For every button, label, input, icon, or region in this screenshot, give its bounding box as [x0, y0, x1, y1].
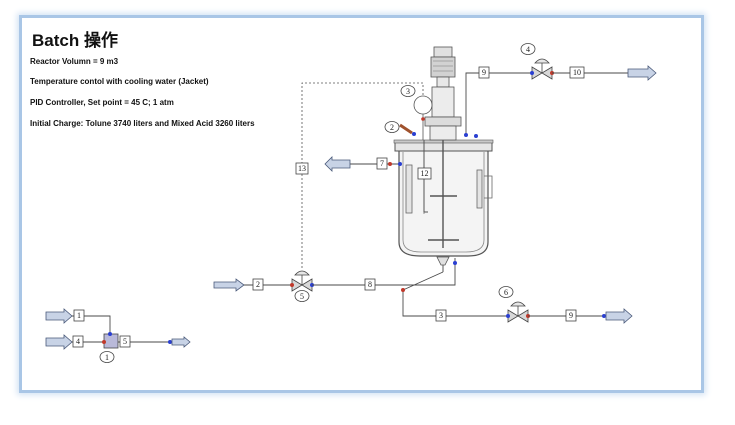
control-valve-5[interactable] [290, 270, 314, 292]
svg-text:1: 1 [77, 311, 81, 320]
stream-7-outlet-arrow [324, 156, 351, 172]
svg-text:9: 9 [482, 68, 486, 77]
svg-text:8: 8 [368, 280, 372, 289]
equipment-label-2: 2 [384, 121, 400, 133]
stream-5-outlet-arrow [171, 336, 191, 348]
svg-text:4: 4 [76, 337, 80, 346]
svg-text:7: 7 [380, 159, 384, 168]
stream-13-signal-line[interactable] [301, 82, 424, 268]
svg-text:3: 3 [439, 311, 443, 320]
stream-tag-13: 13 [295, 162, 309, 175]
stream-9-line[interactable] [465, 72, 530, 136]
svg-text:3: 3 [406, 87, 410, 96]
stream-tag-8: 8 [364, 278, 376, 291]
svg-text:4: 4 [526, 45, 530, 54]
equipment-label-6: 6 [498, 286, 514, 298]
stream-tag-4: 4 [72, 335, 84, 348]
equipment-label-3: 3 [400, 85, 416, 97]
reactor-controller[interactable] [413, 95, 433, 140]
svg-text:1: 1 [105, 353, 109, 362]
stream-tag-3: 3 [435, 309, 447, 322]
equipment-label-1: 1 [99, 351, 115, 363]
stream-1-line[interactable] [72, 315, 111, 334]
stream-2-inlet-arrow [213, 278, 245, 292]
svg-text:6: 6 [504, 288, 508, 297]
diagram-frame: Batch 操作 Reactor Volumn = 9 m3 Temperatu… [19, 15, 704, 393]
svg-text:2: 2 [390, 123, 394, 132]
svg-text:2: 2 [256, 280, 260, 289]
info-initial-charge: Initial Charge: Tolune 3740 liters and M… [30, 119, 255, 128]
control-valve-4[interactable] [530, 58, 554, 80]
equipment-label-4: 4 [520, 43, 536, 55]
stream-tag-9: 9 [478, 66, 490, 79]
stream-9-outlet-arrow [605, 308, 633, 324]
reactor-vessel[interactable] [393, 118, 494, 272]
stream-3-line[interactable] [402, 271, 508, 317]
control-valve-6[interactable] [506, 301, 530, 323]
info-reactor-volume: Reactor Volumn = 9 m3 [30, 57, 119, 66]
diagram-title: Batch 操作 [32, 31, 118, 50]
stream-tag-7: 7 [376, 157, 388, 170]
stream-8-line[interactable] [312, 258, 456, 286]
stream-tag-12: 12 [417, 167, 432, 180]
stream-1-inlet-arrow [45, 308, 73, 324]
stream-tag-5: 5 [119, 335, 131, 348]
stream-4-inlet-arrow [45, 334, 73, 350]
mixer-1[interactable] [102, 332, 119, 349]
info-temperature-control: Temperature contol with cooling water (J… [30, 77, 209, 86]
stream-tag-1: 1 [73, 309, 85, 322]
stream-tag-10: 10 [569, 66, 585, 79]
stream-tag-9-bottom: 9 [565, 309, 577, 322]
svg-text:13: 13 [298, 164, 306, 173]
agitator-motor[interactable] [424, 46, 462, 141]
reactor-sensor[interactable] [399, 123, 416, 136]
svg-text:9: 9 [569, 311, 573, 320]
info-pid-controller: PID Controller, Set point = 45 C; 1 atm [30, 98, 174, 107]
svg-text:5: 5 [123, 337, 127, 346]
stream-tag-2: 2 [252, 278, 264, 291]
stream-10-outlet-arrow [627, 65, 657, 81]
equipment-label-5: 5 [294, 290, 310, 302]
svg-text:10: 10 [573, 68, 581, 77]
svg-text:5: 5 [300, 292, 304, 301]
svg-text:12: 12 [421, 169, 429, 178]
